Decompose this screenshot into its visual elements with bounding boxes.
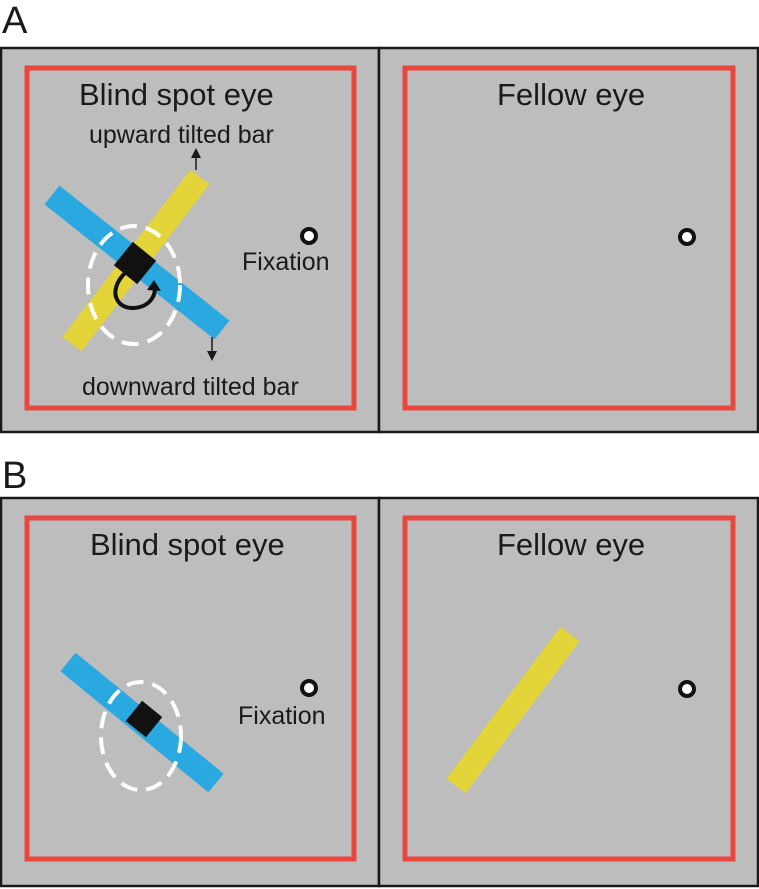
upward-bar-label: upward tilted bar xyxy=(89,121,274,149)
panel-b-right-title: Fellow eye xyxy=(497,527,645,562)
panel-a-left-title: Blind spot eye xyxy=(79,77,274,112)
panel-b-letter: B xyxy=(2,455,27,497)
panel-b-left-fusion-border xyxy=(24,515,357,862)
panel-b-fellow-eye: Fellow eye xyxy=(377,496,759,888)
fixation-dot-icon xyxy=(300,227,318,245)
rotation-arrow-icon xyxy=(113,270,157,311)
fixation-label: Fixation xyxy=(242,248,330,276)
panel-b-right-fusion-border xyxy=(402,515,736,862)
panel-a-right-fusion-border xyxy=(402,65,736,411)
blind-spot-region xyxy=(125,700,163,738)
panel-a-right-title: Fellow eye xyxy=(497,77,645,112)
panel-a-fellow-eye: Fellow eye xyxy=(377,46,759,434)
rotation-arrowhead-icon xyxy=(147,280,161,291)
panel-b-blind-spot-eye: Blind spot eye Fixation xyxy=(0,496,381,888)
fixation-dot-icon xyxy=(678,228,696,246)
panel-a: A Blind spot eye upward tilted bar downw… xyxy=(0,0,759,434)
panel-a-left-fusion-border xyxy=(24,65,357,411)
panel-a-letter: A xyxy=(2,0,28,42)
panel-b-left-title: Blind spot eye xyxy=(90,527,285,562)
fixation-dot-icon xyxy=(678,680,696,698)
blind-spot-outline xyxy=(99,680,183,792)
upward-tilted-bar xyxy=(446,626,580,794)
blind-spot-outline xyxy=(86,224,182,346)
downward-bar-label: downward tilted bar xyxy=(82,373,299,401)
panel-b: B Blind spot eye Fixation Fellow eye xyxy=(0,455,759,888)
panel-a-blind-spot-eye: Blind spot eye upward tilted bar downwar… xyxy=(0,46,381,434)
fixation-label: Fixation xyxy=(238,702,326,730)
fixation-dot-icon xyxy=(300,679,318,697)
